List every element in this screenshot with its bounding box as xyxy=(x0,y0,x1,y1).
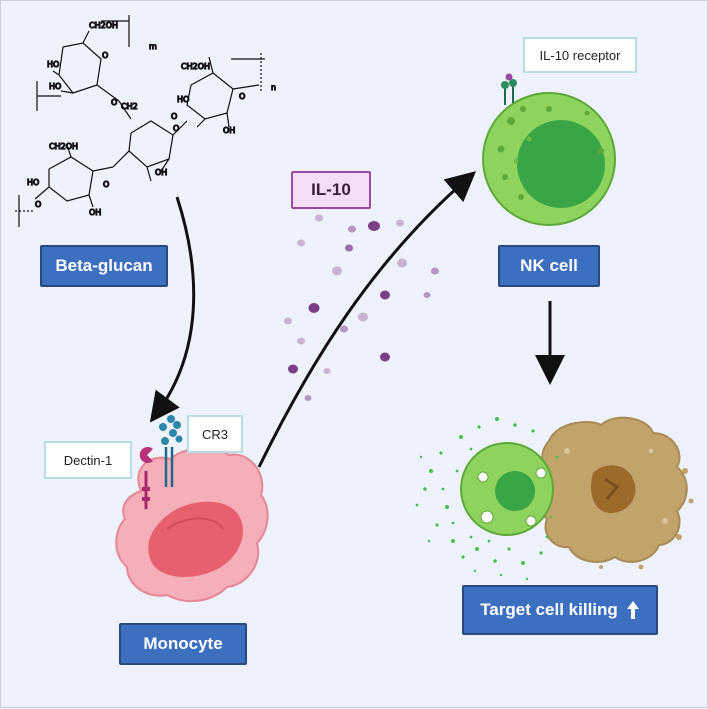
dectin-1-text: Dectin-1 xyxy=(63,452,113,468)
chem-sub-m: m xyxy=(149,42,157,51)
chem-o-2: O xyxy=(111,98,117,107)
monocyte-text: Monocyte xyxy=(143,634,223,653)
cr3-label: CR3 xyxy=(187,415,243,453)
arrow-monocyte-to-nk xyxy=(257,171,477,468)
target-cell xyxy=(536,416,694,570)
il10-label: IL-10 xyxy=(291,171,371,209)
il10-receptor-icon xyxy=(501,73,517,105)
dectin-1-receptor-icon xyxy=(139,447,153,509)
chem-oh-1: OH xyxy=(223,126,235,135)
monocyte-cell xyxy=(115,447,269,603)
chem-ch2oh-3: CH2OH xyxy=(49,142,78,151)
chem-o-3: O xyxy=(239,92,245,101)
nk-cell-text: NK cell xyxy=(520,256,578,275)
chem-o-1: O xyxy=(102,51,108,60)
dectin-1-label: Dectin-1 xyxy=(44,441,132,479)
target-cell-killing-text: Target cell killing xyxy=(480,600,618,619)
chem-o-5: O xyxy=(171,112,177,121)
cr3-receptor-icon xyxy=(159,415,183,487)
beta-glucan-text: Beta-glucan xyxy=(55,256,153,275)
chem-ch2oh-2: CH2OH xyxy=(181,62,210,71)
chem-ch2oh-1: CH2OH xyxy=(89,21,118,30)
attacking-nk-cell xyxy=(460,442,554,536)
il10-text: IL-10 xyxy=(311,180,351,199)
il10-receptor-text: IL-10 receptor xyxy=(539,47,621,63)
arrow-glucan-to-monocyte xyxy=(149,196,196,423)
chem-sub-n: n xyxy=(271,83,276,92)
il10-receptor-label: IL-10 receptor xyxy=(523,37,637,73)
target-cell-killing-label: Target cell killing xyxy=(462,585,658,635)
chem-oh-3: OH xyxy=(89,208,101,217)
nk-cell-label: NK cell xyxy=(498,245,600,287)
chem-ho-4: HO xyxy=(27,178,39,187)
beta-glucan-label: Beta-glucan xyxy=(40,245,168,287)
chem-o-7: O xyxy=(35,200,41,209)
granule-particles xyxy=(415,417,559,581)
nk-cell xyxy=(482,92,616,226)
monocyte-label: Monocyte xyxy=(119,623,247,665)
chem-ho-1: HO xyxy=(47,60,59,69)
up-arrow-icon xyxy=(626,601,639,619)
beta-glucan-structure: CH2OH HO HO O O CH2 m n CH2OH HO OH O O … xyxy=(15,15,277,227)
cr3-text: CR3 xyxy=(201,426,228,442)
chem-ho-3: HO xyxy=(177,95,189,104)
chem-o-6: O xyxy=(103,180,109,189)
chem-o-4: O xyxy=(173,124,179,133)
il10-molecules xyxy=(284,214,439,401)
chem-ch2: CH2 xyxy=(121,102,138,111)
chem-ho-2: HO xyxy=(49,82,61,91)
chem-oh-2: OH xyxy=(155,168,167,177)
